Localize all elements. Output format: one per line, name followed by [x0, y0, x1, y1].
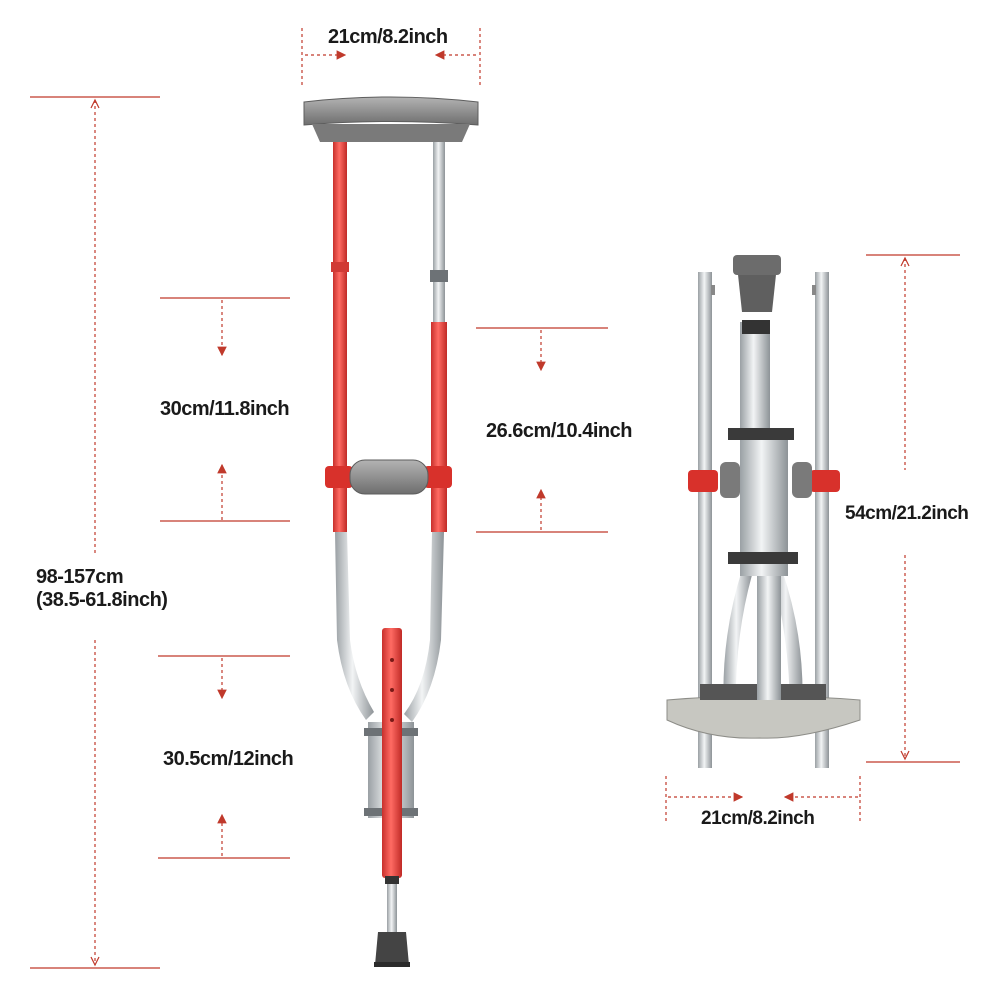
axilla-handle-distance-label: 30cm/11.8inch	[160, 398, 290, 420]
folded-width-label: 21cm/8.2inch	[701, 808, 815, 829]
top-width-label: 21cm/8.2inch	[328, 26, 448, 48]
overall-height-inch: (38.5-61.8inch)	[36, 589, 168, 611]
crutch-folded	[666, 255, 861, 768]
overall-height-label: 98-157cm (38.5-61.8inch)	[36, 566, 168, 612]
folded-height-label: 54cm/21.2inch	[845, 503, 969, 524]
dimension-lines-main	[30, 28, 608, 969]
handle-segment-label: 26.6cm/10.4inch	[486, 420, 632, 442]
overall-height-cm: 98-157cm	[36, 566, 124, 588]
dimension-lines-folded	[665, 254, 960, 822]
crutch-assembled	[303, 96, 479, 967]
lower-segment-label: 30.5cm/12inch	[163, 748, 294, 770]
